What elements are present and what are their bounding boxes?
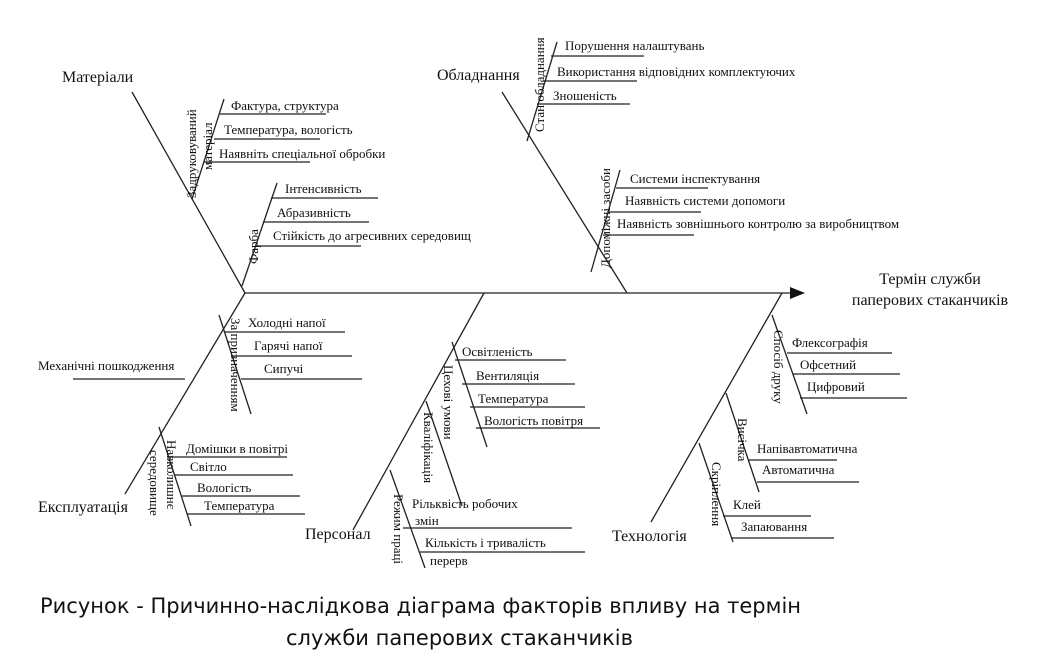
item: Наявніть спеціальної обробки	[219, 146, 385, 161]
item: Інтенсивність	[285, 181, 362, 196]
item: Рільквість робочих	[412, 496, 518, 511]
paint-label: Фарба	[246, 229, 261, 264]
item: Системи інспектування	[630, 171, 760, 186]
caption-line2: служби паперових стаканчиків	[286, 626, 634, 650]
item: Фактура, структура	[231, 98, 339, 113]
mechanical-damage: Механічні пошкодження	[38, 358, 174, 373]
item: Стійкість до агресивних середовищ	[273, 228, 471, 243]
item: Кількість і тривалість	[425, 535, 546, 550]
state-label: Стан обладнання	[532, 37, 547, 132]
printed-label1: Задруковуваний	[184, 109, 199, 198]
item: Наявність зовнішнього контролю за виробн…	[617, 216, 899, 231]
technology-label: Технологія	[612, 528, 687, 545]
item: Зношеність	[553, 88, 617, 103]
fastening-label: Скріплення	[709, 462, 724, 526]
item: Використання відповідних комплектуючих	[557, 64, 796, 79]
effect-line1: Термін служби	[879, 271, 981, 288]
item: Світло	[190, 459, 227, 474]
shop-label: Цехові умови	[441, 365, 456, 440]
equipment-label: Обладнання	[437, 67, 520, 84]
cutting-label: Висічка	[735, 418, 750, 462]
caption-line1: Рисунок - Причинно-наслідкова діаграма ф…	[40, 594, 802, 618]
item: Температура	[478, 391, 549, 406]
printing-label: Спосіб друку	[771, 330, 786, 404]
item: Наявність системи допомоги	[625, 193, 785, 208]
item: Офсетний	[800, 357, 856, 372]
item: Вологість	[197, 480, 251, 495]
bone-operation: Експлуатація Механічні пошкодження За пр…	[38, 292, 362, 527]
bone-equipment: Обладнання Стан обладнання Порушення нал…	[437, 37, 899, 294]
environment-label2: середовище	[147, 450, 162, 516]
bone-personnel: Персонал Цехові умови Освітленість Венти…	[305, 292, 600, 569]
item: змін	[415, 513, 439, 528]
item: Порушення налаштувань	[565, 38, 704, 53]
item: Холодні напої	[248, 315, 326, 330]
item: Вентиляція	[476, 368, 539, 383]
materials-label: Матеріали	[62, 69, 134, 86]
effect-line2: паперових стаканчиків	[852, 292, 1009, 309]
qualification-label: Кваліфікація	[421, 412, 436, 483]
item: Вологість повітря	[484, 413, 583, 428]
bone-materials: Матеріали Задруковуваний матеріал Фактур…	[62, 69, 471, 294]
item: Абразивність	[277, 205, 351, 220]
item: Запаювання	[741, 519, 807, 534]
aux-label: Допоміжні засоби	[598, 168, 613, 268]
personnel-label: Персонал	[305, 526, 371, 543]
work-label: Режим праці	[391, 494, 406, 564]
item: Температура, вологість	[224, 122, 353, 137]
arrowhead	[790, 287, 805, 299]
printed-label2: матеріал	[200, 122, 215, 170]
item: Сипучі	[264, 361, 304, 376]
item: Домішки в повітрі	[186, 441, 288, 456]
operation-label: Експлуатація	[38, 499, 129, 516]
item: Температура	[204, 498, 275, 513]
item: Освітленість	[462, 344, 533, 359]
item: Гарячі напої	[254, 338, 323, 353]
item: Цифровий	[807, 379, 865, 394]
item: Клей	[733, 497, 761, 512]
bone-technology: Технологія Спосіб друку Флексографія Офс…	[612, 292, 907, 545]
purpose-label: За призначенням	[228, 318, 243, 412]
item: Автоматична	[762, 462, 835, 477]
item: Напівавтоматична	[757, 441, 858, 456]
item: Флексографія	[792, 335, 868, 350]
item: перерв	[430, 553, 468, 568]
